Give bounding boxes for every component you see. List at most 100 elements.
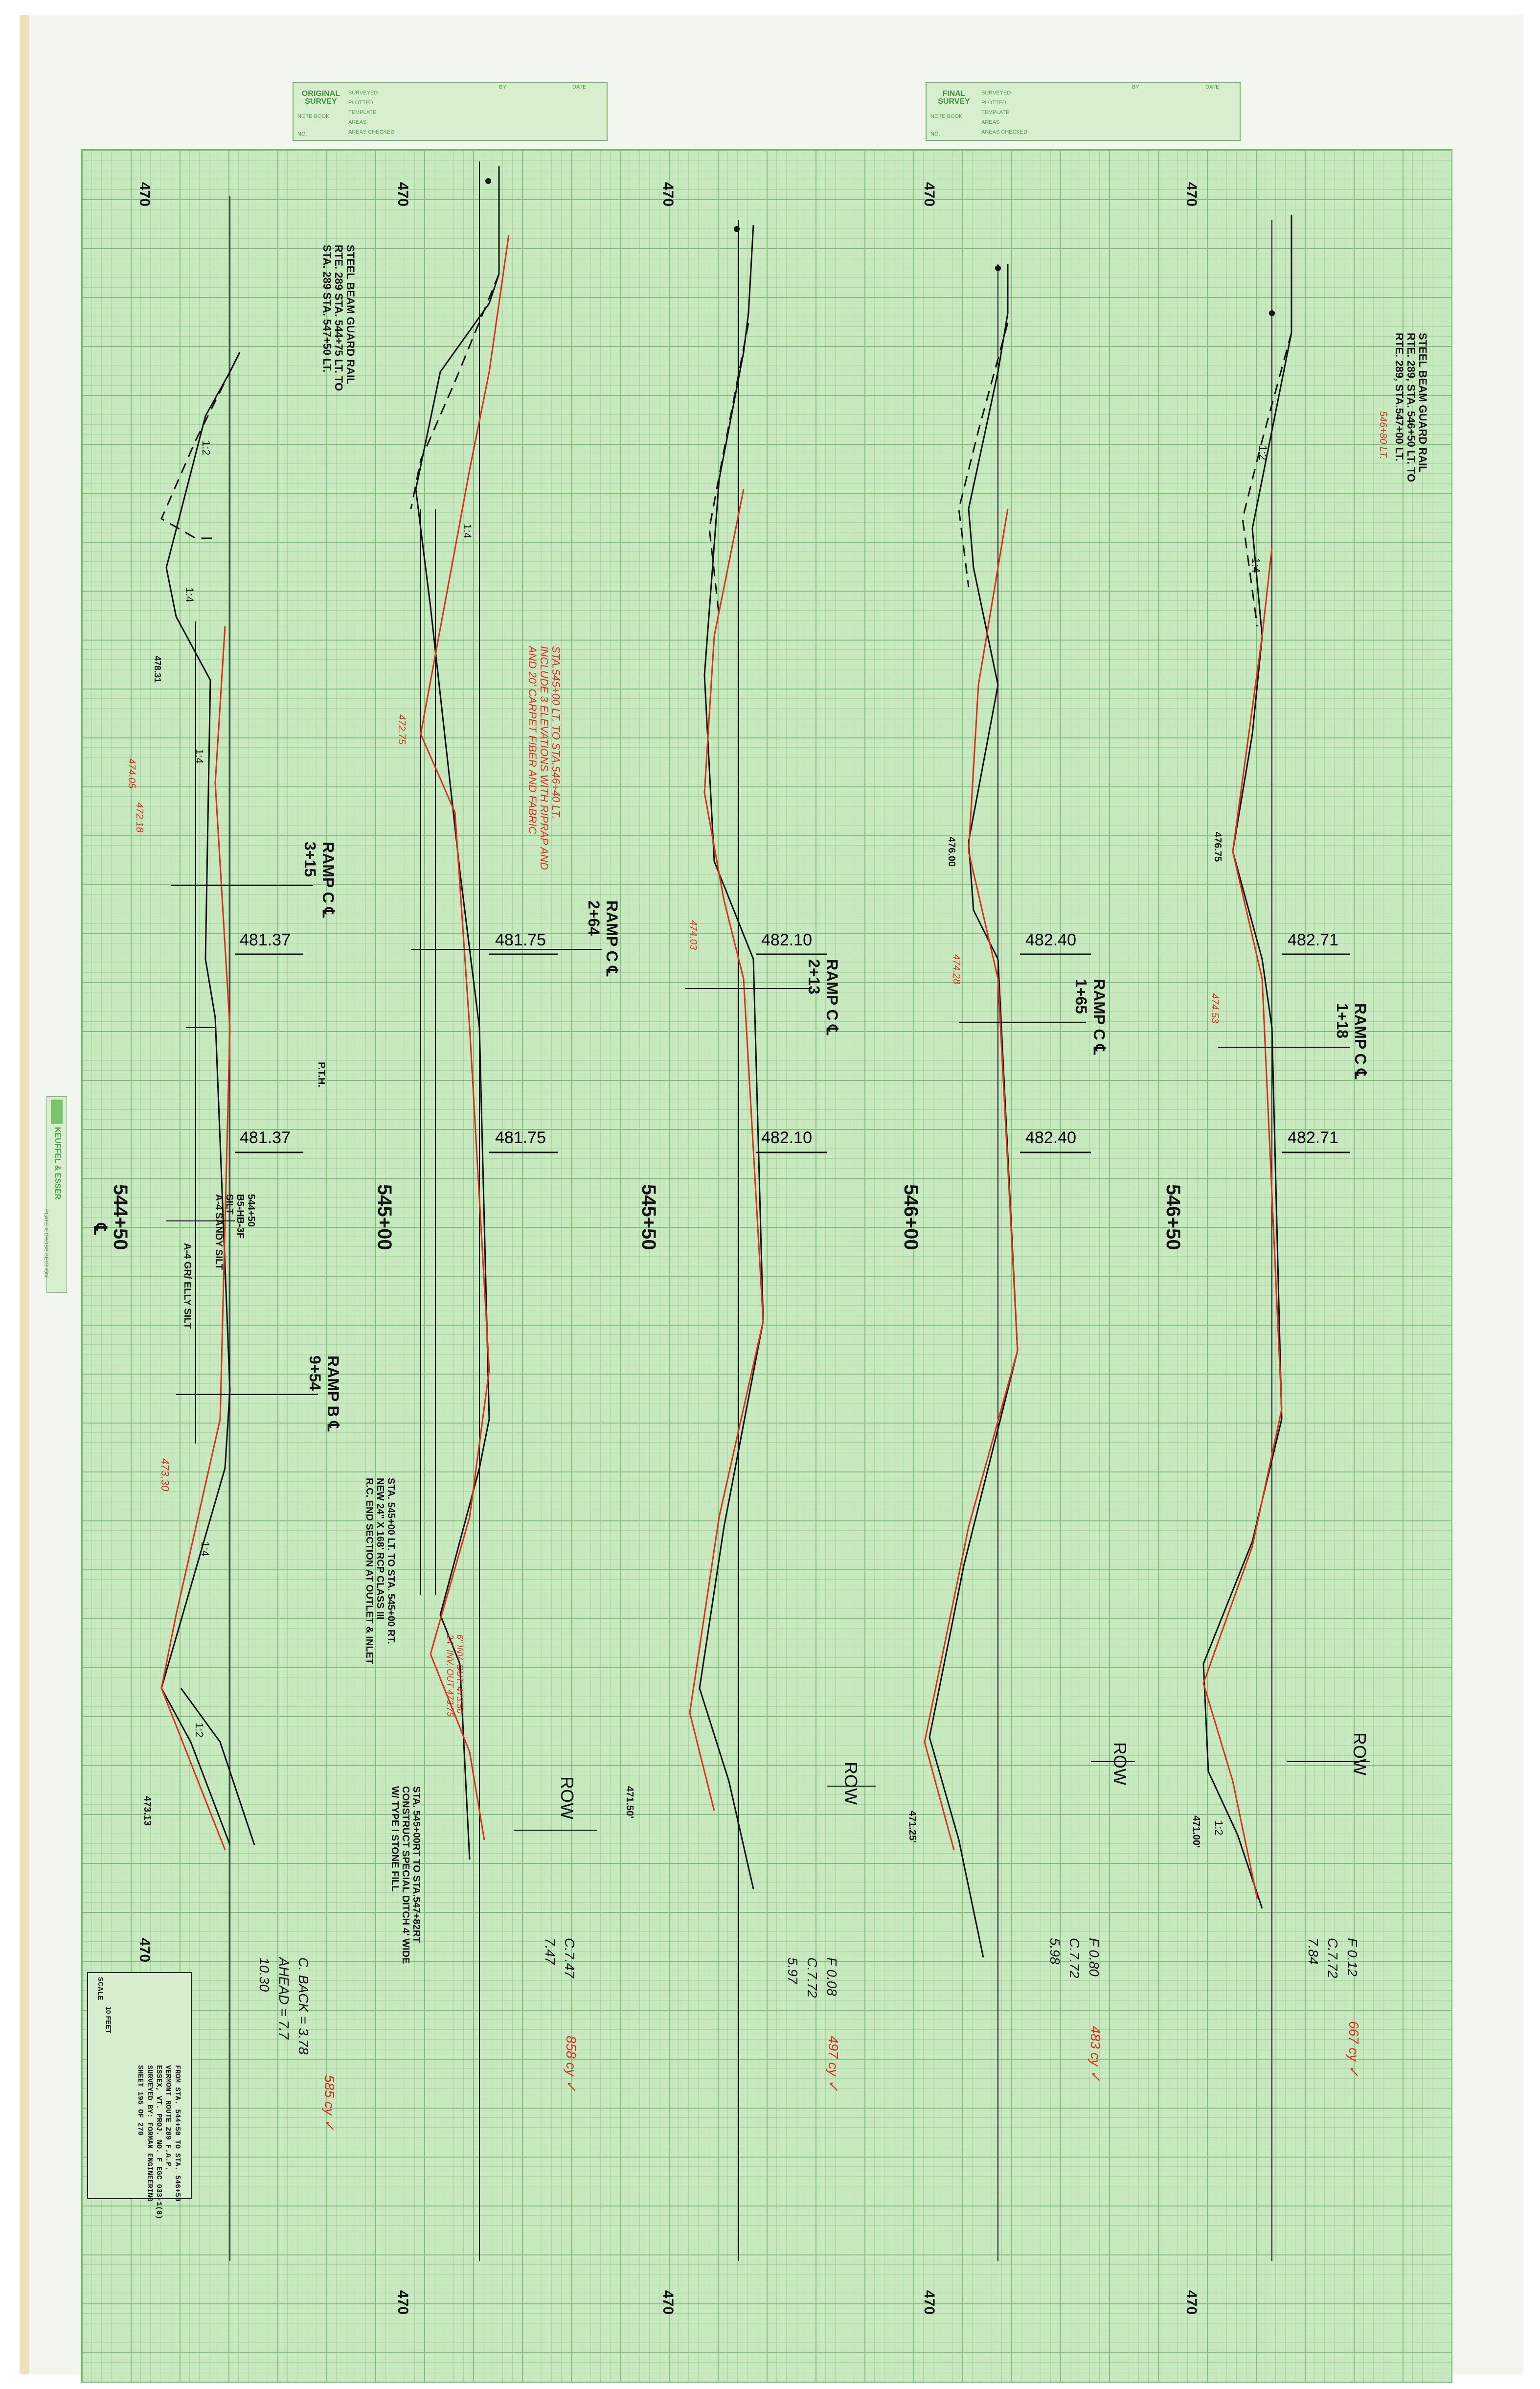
datum-label: 470: [1183, 2290, 1200, 2315]
section-546-00-profile: [929, 264, 1019, 2261]
spot-elevation: 472.75: [396, 714, 407, 745]
datum-label: 470: [660, 182, 676, 207]
slope-label: 1:2: [193, 1723, 205, 1738]
earthwork-quantity: 585 cy ✓: [322, 2075, 337, 2131]
station-label: 544+50: [110, 1184, 131, 1250]
earthwork-quantity: 497 cy ✓: [826, 2036, 841, 2091]
grade-elevation: 482.40: [1025, 1128, 1076, 1147]
spot-elevation: 471.50': [624, 1786, 635, 1818]
slope-label: 1:4: [193, 749, 205, 764]
grade-elevation: 481.75: [495, 1128, 546, 1147]
section-546-50-profile: [1202, 215, 1292, 2261]
station-label: 546+50: [1162, 1184, 1184, 1250]
grade-elevation: 482.71: [1288, 931, 1338, 949]
grade-elevation: 481.37: [240, 1128, 291, 1147]
ramp-label: RAMP C ℄2+64: [585, 900, 621, 977]
original-by-label: BY: [499, 84, 506, 90]
datum-label: 470: [1183, 182, 1200, 207]
soil-note: A-4 GR/ ELLY SILT: [182, 1243, 193, 1329]
spot-elevation: 476.00: [946, 837, 957, 867]
spot-elevation: 471.00': [1191, 1815, 1201, 1848]
spot-elevation: 474.28: [951, 954, 962, 985]
sheet-info-box: [87, 1972, 192, 2199]
ramp-label: RAMP C ℄3+15: [301, 842, 337, 918]
manufacturer-stamp: KEUFFEL & ESSER PLATE X CROSS SECTION: [43, 1096, 67, 1293]
earthwork-quantity: 667 cy ✓: [1346, 2021, 1361, 2077]
keuffel-esser-logo: [51, 1100, 63, 1124]
scale-label: SCALE: [97, 1977, 105, 2000]
original-no-label: NO.: [297, 131, 307, 137]
spot-elevation: 471.25': [907, 1811, 918, 1843]
graph-paper-grid: [81, 149, 1452, 2383]
scale-value: 10 FEET: [105, 2006, 113, 2034]
datum-label: 470: [660, 2290, 676, 2315]
slope-label: 1:4: [183, 587, 196, 602]
ramp-label: RAMP C ℄1+65: [1072, 979, 1108, 1055]
original-row-label: AREAS CHECKED: [348, 129, 395, 135]
original-row-label: PLOTTED: [348, 100, 373, 106]
row-label: ROW: [841, 1762, 861, 1805]
datum-label: 470: [395, 182, 411, 207]
row-label: ROW: [557, 1776, 577, 1819]
ramp-label: RAMP C ℄1+18: [1334, 1003, 1369, 1080]
final-row-label: TEMPLATE: [981, 110, 1010, 115]
original-row-label: AREAS: [348, 119, 367, 125]
slope-label: 1:4: [1250, 558, 1262, 573]
grade-elevation: 482.71: [1288, 1128, 1338, 1147]
earthwork-quantity: 483 cy ✓: [1088, 2026, 1103, 2082]
spot-elevation: 474.03: [688, 920, 699, 950]
final-date-label: DATE: [1205, 84, 1220, 90]
final-row-label: AREAS: [981, 119, 1000, 125]
sheet-edge-strip: [20, 15, 29, 2374]
spot-elevation: 474.05: [126, 758, 137, 789]
datum-label: 470: [136, 1938, 153, 1963]
final-row-label: SURVEYED: [981, 90, 1011, 96]
final-by-label: BY: [1132, 84, 1139, 90]
final-row-label: PLOTTED: [981, 100, 1006, 106]
station-label: 545+50: [638, 1184, 659, 1250]
pth-label: P.T.H.: [316, 1062, 327, 1087]
ramp-label: RAMP C ℄2+13: [805, 959, 841, 1035]
final-no-label: NO.: [930, 131, 940, 137]
spot-elevation: 476.75: [1212, 832, 1223, 862]
spot-elevation: 474.53: [1209, 993, 1220, 1024]
station-label: 546+00: [900, 1184, 922, 1250]
slope-label: 1:2: [200, 440, 212, 456]
red-remark: STA.545+00 LT. TO STA.546+40 LT.INCLUDE …: [526, 646, 562, 870]
station-label: 545+00: [374, 1184, 395, 1250]
section-545-50-profile: [699, 220, 764, 2261]
original-row-label: SURVEYED: [348, 90, 378, 96]
original-row-label: TEMPLATE: [348, 110, 377, 115]
slope-label: 1:4: [199, 1541, 211, 1557]
grade-elevation: 481.75: [495, 931, 546, 949]
earthwork-quantity: 858 cy ✓: [564, 2036, 579, 2091]
slope-label: 1:4: [461, 524, 474, 539]
datum-label: 470: [136, 182, 153, 207]
centerline-symbol: ℄: [91, 1223, 111, 1235]
guard-rail-red-note: 546+80 LT.: [1378, 411, 1388, 459]
spot-elevation: 473.13: [142, 1796, 153, 1826]
datum-label: 470: [921, 2290, 937, 2315]
section-545-00-profile: [410, 161, 500, 2261]
original-note-book-label: NOTE BOOK: [297, 114, 330, 119]
ramp-label: RAMP B ℄9+54: [306, 1355, 342, 1432]
spot-elevation: 473.30: [159, 1458, 171, 1492]
grade-elevation: 482.10: [761, 931, 812, 949]
grade-elevation: 482.40: [1025, 931, 1076, 949]
culvert-note: STA. 545+00 LT. TO STA. 545+00 RT.NEW 24…: [364, 1478, 396, 1665]
